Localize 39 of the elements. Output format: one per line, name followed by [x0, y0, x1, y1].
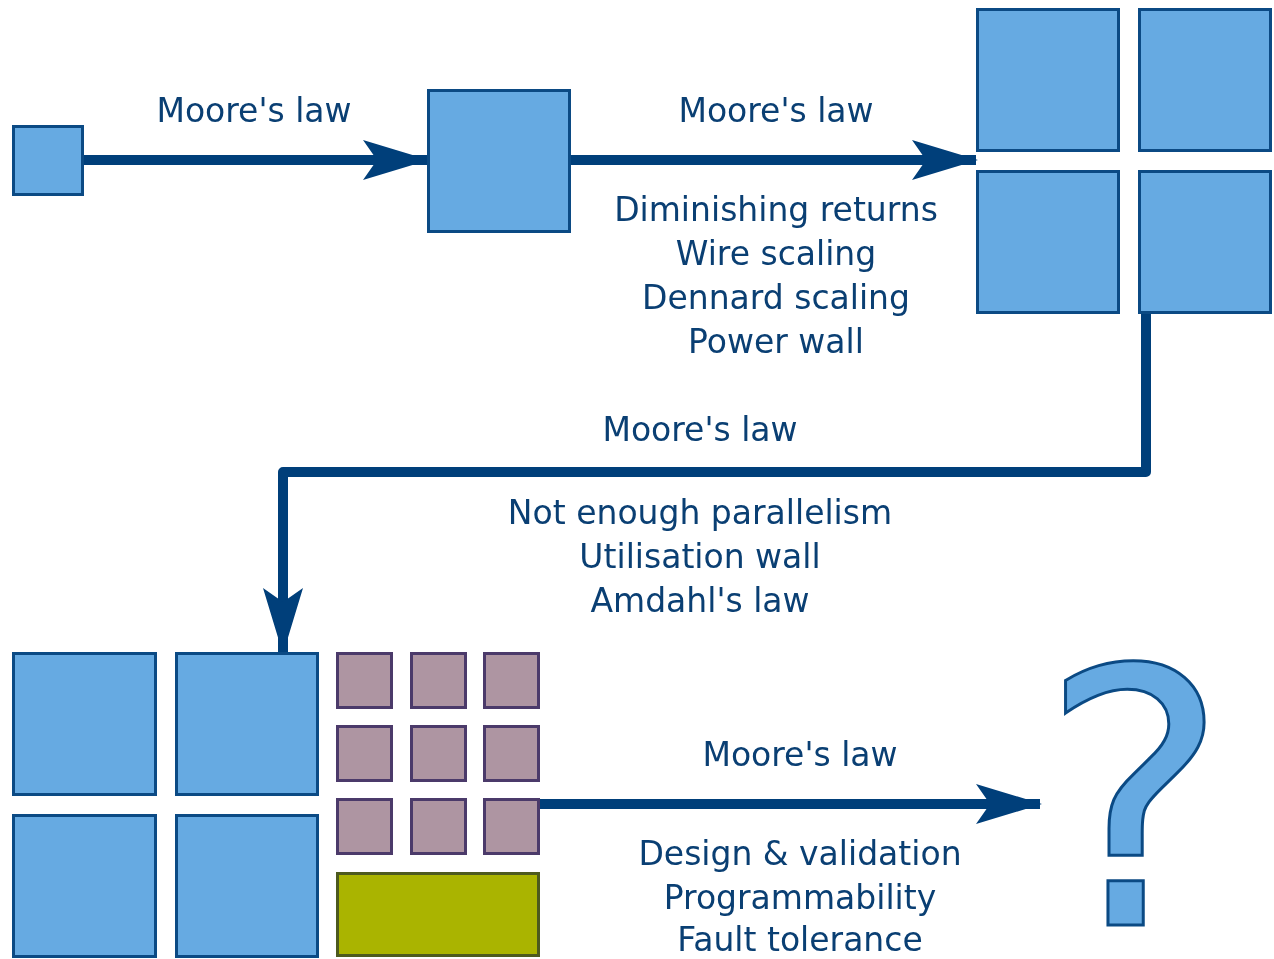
small-square-block	[483, 798, 540, 855]
arrow	[84, 140, 429, 180]
arrow	[540, 784, 1042, 824]
edge-label: Moore's law	[602, 411, 798, 449]
rectangle-block	[336, 872, 540, 957]
challenge-label: Utilisation wall	[579, 538, 821, 576]
challenge-label: Diminishing returns	[614, 191, 938, 229]
small-square-block	[410, 652, 467, 709]
square-block	[427, 89, 571, 233]
challenge-label: Not enough parallelism	[507, 494, 893, 532]
square-block	[1138, 170, 1272, 314]
small-square-block	[336, 652, 393, 709]
small-square-block	[336, 725, 393, 782]
square-block	[12, 814, 157, 958]
challenge-label: Fault tolerance	[677, 921, 923, 959]
square-block	[12, 652, 157, 796]
challenge-label: Dennard scaling	[642, 279, 910, 317]
arrow	[571, 140, 978, 180]
square-block	[976, 8, 1120, 152]
small-square-block	[336, 798, 393, 855]
edge-label: Moore's law	[702, 736, 898, 774]
small-square-block	[410, 725, 467, 782]
challenge-label: Amdahl's law	[590, 582, 810, 620]
small-square-block	[410, 798, 467, 855]
challenge-label: Design & validation	[638, 835, 962, 873]
square-block	[1138, 8, 1272, 152]
small-square-block	[483, 725, 540, 782]
challenge-label: Power wall	[688, 323, 864, 361]
square-block	[12, 125, 84, 196]
challenge-label: Wire scaling	[675, 235, 877, 273]
challenge-label: Programmability	[663, 879, 937, 917]
square-block	[175, 652, 319, 796]
arrow	[263, 314, 1151, 654]
edge-label: Moore's law	[156, 92, 352, 130]
square-block	[175, 814, 319, 958]
question-mark: ?	[1040, 660, 1220, 955]
small-square-block	[483, 652, 540, 709]
square-block	[976, 170, 1120, 314]
edge-label: Moore's law	[678, 92, 874, 130]
